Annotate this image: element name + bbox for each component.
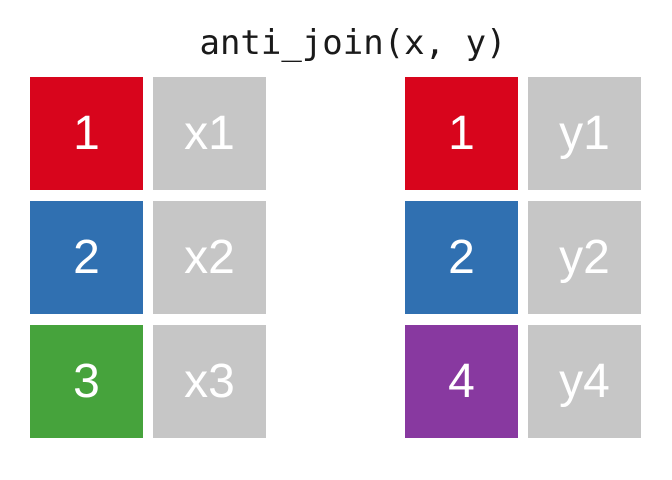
value-cell: y1 [528,77,641,190]
diagram-title: anti_join(x, y) [199,23,507,63]
key-cell: 2 [30,201,143,314]
value-cell: y4 [528,325,641,438]
table-x: 1 x1 2 x2 3 x3 [30,77,266,438]
value-cell: x1 [153,77,266,190]
key-cell: 2 [405,201,518,314]
table-y: 1 y1 2 y2 4 y4 [405,77,641,438]
value-cell: x2 [153,201,266,314]
key-cell: 1 [405,77,518,190]
key-cell: 4 [405,325,518,438]
key-cell: 1 [30,77,143,190]
value-cell: y2 [528,201,641,314]
key-cell: 3 [30,325,143,438]
value-cell: x3 [153,325,266,438]
